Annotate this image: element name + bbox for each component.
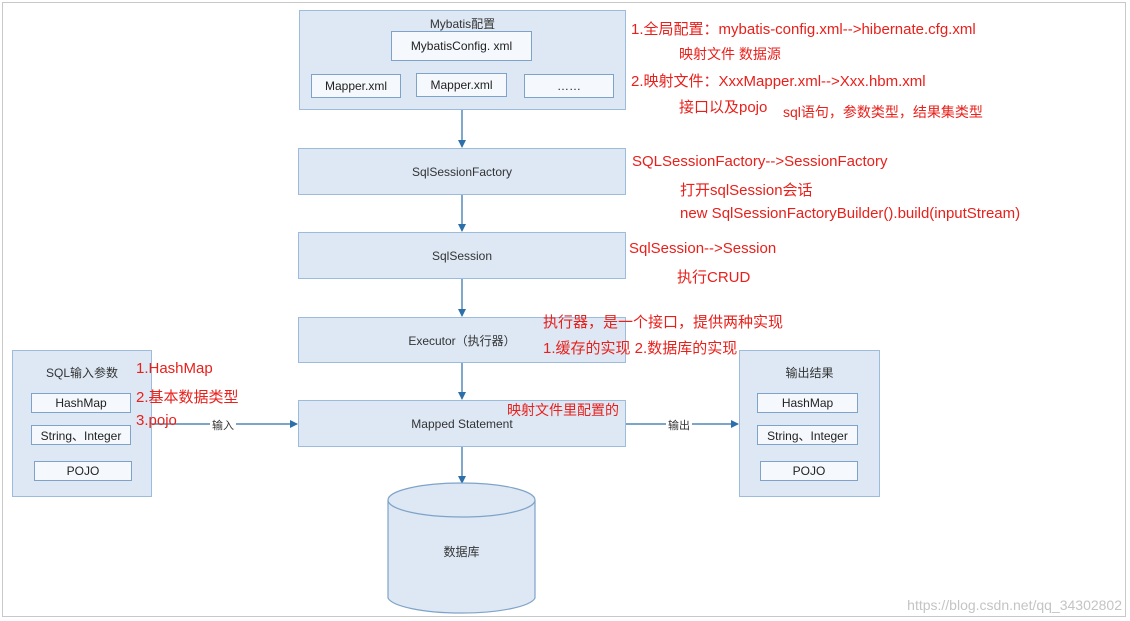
note-session-line2: 执行CRUD	[677, 269, 751, 286]
note-input-line3: 3.pojo	[136, 412, 177, 429]
note-executor-line2: 1.缓存的实现 2.数据库的实现	[543, 340, 738, 357]
note-input-line1: 1.HashMap	[136, 360, 213, 377]
note-mapped-line1: 映射文件里配置的	[507, 402, 619, 418]
database-label: 数据库	[443, 545, 480, 559]
note-factory-line2: 打开sqlSession会话	[680, 182, 813, 199]
note-executor-line1: 执行器，是一个接口，提供两种实现	[543, 314, 784, 331]
input-arrow-label: 输入	[210, 417, 236, 433]
output-hashmap: HashMap	[757, 393, 858, 413]
executor-box: Executor（执行器）	[298, 317, 626, 363]
output-string-integer: String、Integer	[757, 425, 858, 445]
note-config-line2: 映射文件 数据源	[679, 46, 781, 62]
database-cylinder	[387, 482, 536, 614]
note-config-line3: 2.映射文件：XxxMapper.xml-->Xxx.hbm.xml	[631, 73, 926, 90]
note-factory-line1: SQLSessionFactory-->SessionFactory	[632, 153, 888, 170]
input-hashmap: HashMap	[31, 393, 131, 413]
mapper-file-1: Mapper.xml	[311, 74, 401, 98]
input-pojo: POJO	[34, 461, 132, 481]
output-pojo: POJO	[760, 461, 858, 481]
output-result-title: 输出结果	[785, 366, 834, 380]
output-result-group: 输出结果 HashMap String、Integer POJO	[739, 350, 880, 497]
input-string-integer: String、Integer	[31, 425, 131, 445]
mybatis-config-file: MybatisConfig. xml	[391, 31, 532, 61]
mapper-file-2: Mapper.xml	[416, 73, 507, 97]
note-config-line4a: 接口以及pojo	[679, 99, 768, 116]
sql-input-group: SQL输入参数 HashMap String、Integer POJO	[12, 350, 152, 497]
sql-input-title: SQL输入参数	[45, 366, 118, 380]
note-factory-line3: new SqlSessionFactoryBuilder().build(inp…	[680, 205, 1021, 222]
note-config-line1: 1.全局配置：mybatis-config.xml-->hibernate.cf…	[631, 21, 976, 38]
mybatis-config-title: Mybatis配置	[429, 17, 496, 31]
note-session-line1: SqlSession-->Session	[629, 240, 777, 257]
mapper-file-more: ……	[524, 74, 614, 98]
watermark: https://blog.csdn.net/qq_34302802	[907, 597, 1122, 613]
sqlsession-box: SqlSession	[298, 232, 626, 279]
output-arrow-label: 输出	[666, 417, 692, 433]
note-input-line2: 2.基本数据类型	[136, 389, 239, 406]
note-config-line4b: sql语句，参数类型，结果集类型	[783, 104, 983, 120]
sqlsessionfactory-box: SqlSessionFactory	[298, 148, 626, 195]
mapped-statement-box: Mapped Statement	[298, 400, 626, 447]
mybatis-config-group: Mybatis配置 MybatisConfig. xml Mapper.xml …	[299, 10, 626, 110]
